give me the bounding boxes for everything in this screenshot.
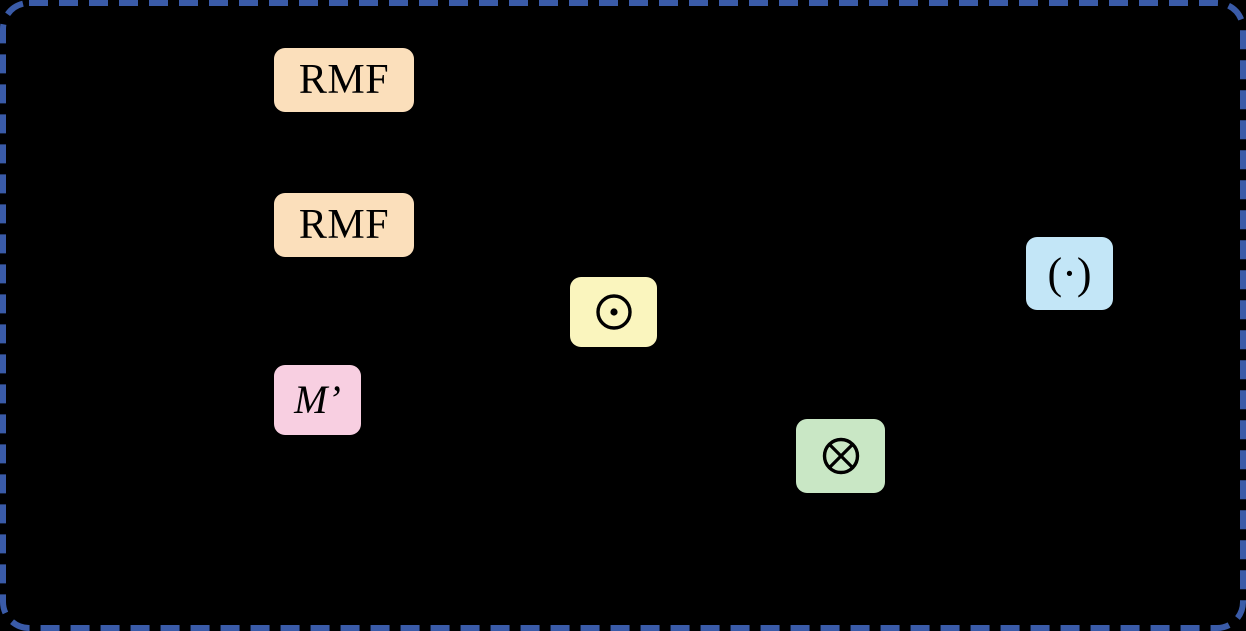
circled-times-icon	[822, 437, 859, 475]
node-rmf-top[interactable]: RMF	[274, 48, 414, 112]
node-hadamard-product[interactable]	[570, 277, 657, 347]
node-rmf-middle[interactable]: RMF	[274, 193, 414, 257]
node-placeholder-operand[interactable]: (·)	[1026, 237, 1113, 310]
node-m-prime[interactable]: M’	[274, 365, 361, 435]
node-m-prime-label: M’	[294, 377, 341, 422]
node-rmf-top-label: RMF	[298, 57, 390, 103]
circled-dot-icon	[595, 294, 632, 330]
node-placeholder-operand-label: (·)	[1047, 248, 1092, 298]
node-tensor-product[interactable]	[796, 419, 885, 493]
node-rmf-middle-label: RMF	[298, 202, 390, 248]
